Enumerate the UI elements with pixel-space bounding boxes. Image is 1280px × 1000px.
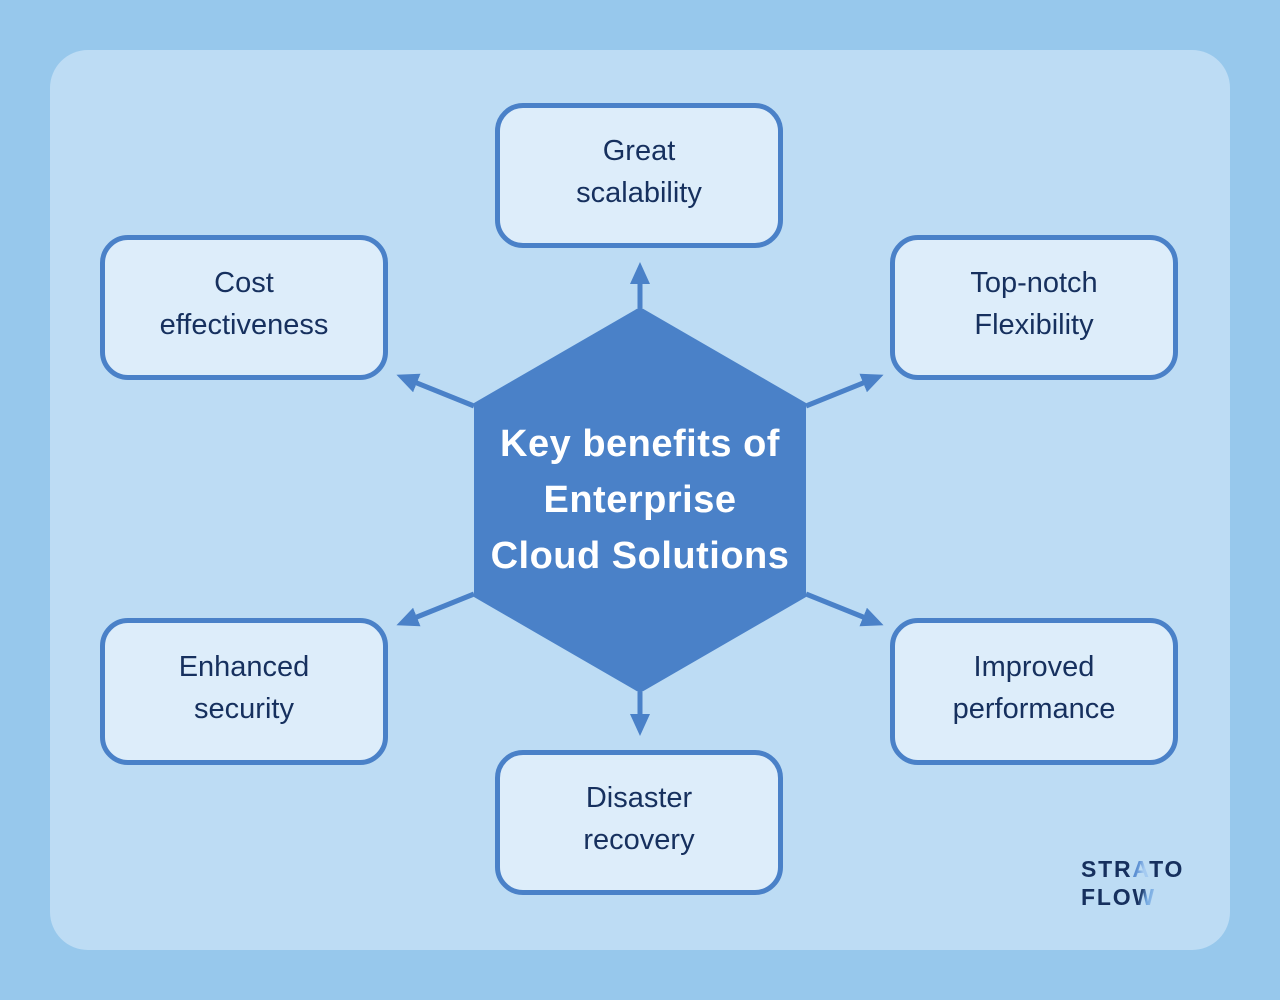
logo-line-1: STRATO xyxy=(1081,856,1185,882)
hexagon-title: Key benefits of Enterprise Cloud Solutio… xyxy=(490,422,790,578)
arrow-lower-right xyxy=(805,591,884,627)
node-enhanced-security: Enhanced security xyxy=(100,618,388,765)
arrow-upper-left xyxy=(396,373,475,409)
hexagon-shape xyxy=(474,307,806,693)
logo-accent-w: W xyxy=(1132,883,1156,910)
node-label: Enhanced security xyxy=(178,651,310,725)
logo-accent-a: A xyxy=(1132,856,1150,882)
node-improved-performance: Improved performance xyxy=(890,618,1178,765)
node-cost-effectiveness: Cost effectiveness xyxy=(100,235,388,380)
node-label: Top-notch Flexibility xyxy=(970,267,1098,341)
node-label: Cost effectiveness xyxy=(159,267,329,341)
node-label: Great scalability xyxy=(576,135,702,209)
logo-line-2: FLOW xyxy=(1081,883,1156,910)
stratoflow-logo: STRATO FLOW xyxy=(1081,856,1184,911)
arrow-lower-left xyxy=(396,591,475,627)
node-disaster-recovery: Disaster recovery xyxy=(495,750,783,895)
node-label: Disaster recovery xyxy=(583,782,695,856)
node-great-scalability: Great scalability xyxy=(495,103,783,248)
arrow-upper-right xyxy=(805,373,884,409)
node-label: Improved performance xyxy=(952,651,1116,725)
node-top-notch-flexibility: Top-notch Flexibility xyxy=(890,235,1178,380)
